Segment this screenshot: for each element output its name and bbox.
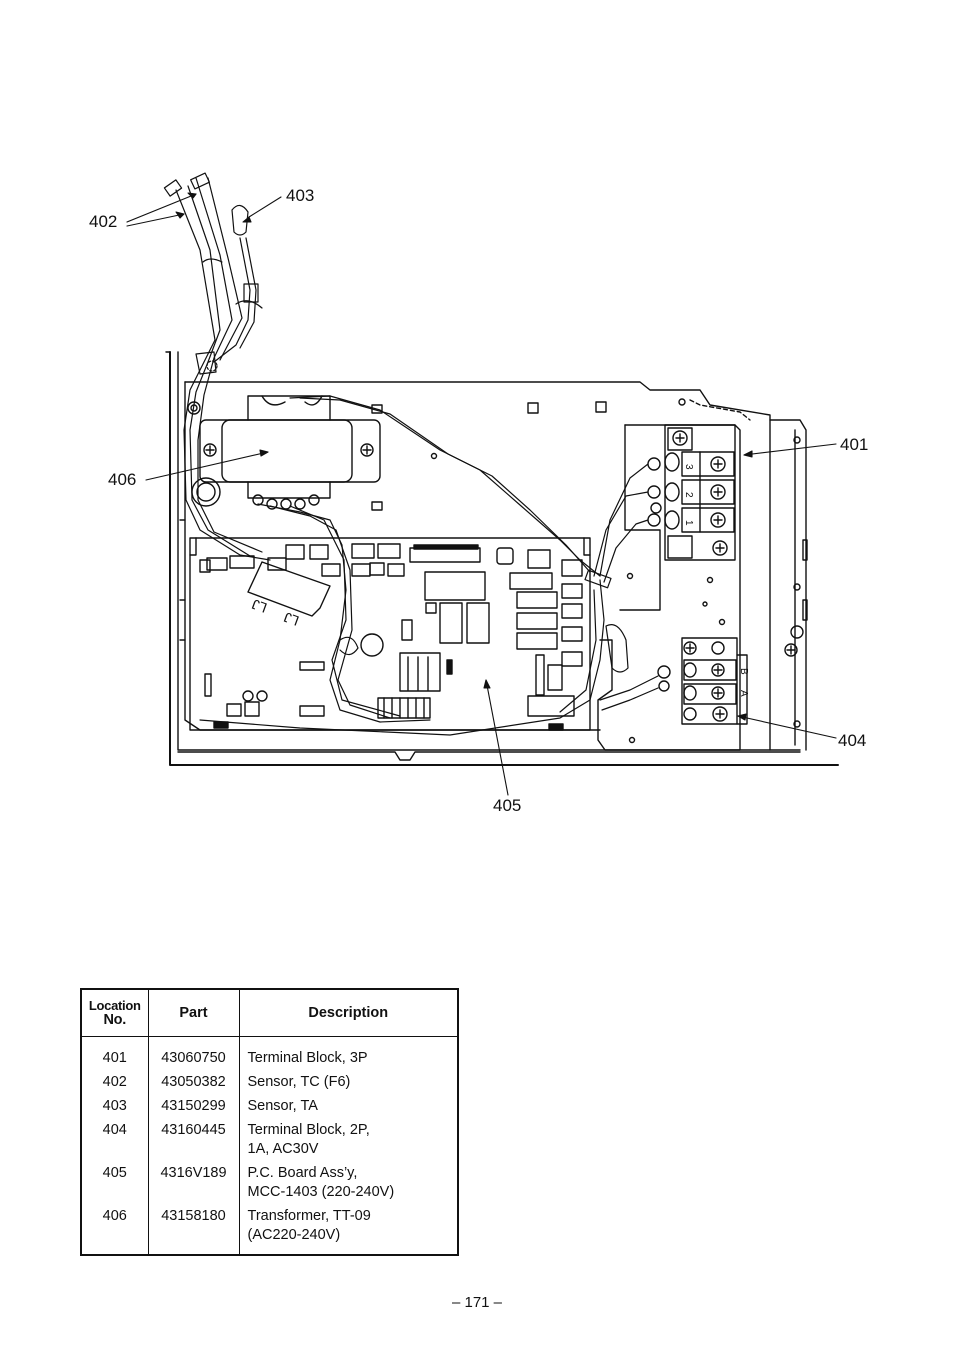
description-line-2: MCC-1403 (220-240V) (247, 1184, 395, 1200)
terminal-mount-plate (597, 424, 808, 751)
part-number: 43150299 (148, 1095, 240, 1119)
part-number: 43050382 (148, 1071, 240, 1095)
location-no: 404 (81, 1119, 149, 1162)
svg-text:LJ: LJ (250, 596, 269, 616)
terminal-block-2p: B A (657, 637, 749, 725)
table-row: 402 43050382 Sensor, TC (F6) (81, 1071, 458, 1095)
part-number: 43160445 (148, 1119, 240, 1162)
description-line-2: (AC220-240V) (247, 1227, 341, 1243)
location-no: 406 (81, 1205, 149, 1248)
tb3-label-1: 1 (683, 520, 694, 526)
tb2-label-a: A (738, 690, 749, 697)
table-row: 405 4316V189 P.C. Board Ass’y, MCC-1403 … (81, 1162, 458, 1205)
description-line: Sensor, TA (247, 1098, 318, 1114)
part-number: 43060750 (148, 1036, 240, 1071)
pc-board: LJ LJ (189, 537, 591, 731)
chassis-frame (165, 351, 839, 766)
part-number: 43158180 (148, 1205, 240, 1248)
header-location-no: Location No. (81, 989, 149, 1037)
header-part: Part (148, 989, 240, 1037)
location-no: 402 (81, 1071, 149, 1095)
header-location-label: Location (88, 998, 141, 1013)
callout-404: 404 (838, 731, 867, 750)
callout-401: 401 (840, 435, 869, 454)
wiring-harness (163, 172, 659, 736)
description-line: Terminal Block, 2P, (247, 1122, 370, 1138)
callout-406: 406 (108, 470, 137, 489)
description-line-2: 1A, AC30V (247, 1141, 319, 1157)
description-line: Sensor, TC (F6) (247, 1074, 351, 1090)
svg-text:LJ: LJ (282, 609, 301, 629)
part-number: 4316V189 (148, 1162, 240, 1205)
mounting-tabs (371, 398, 686, 511)
header-no-label: No. (103, 1012, 127, 1028)
table-filler-row (81, 1248, 458, 1255)
location-no: 403 (81, 1095, 149, 1119)
description-line: P.C. Board Ass’y, (247, 1165, 358, 1181)
callout-405: 405 (493, 796, 522, 815)
part-description: P.C. Board Ass’y, MCC-1403 (220-240V) (239, 1162, 458, 1205)
callout-403: 403 (286, 186, 315, 205)
part-description: Sensor, TC (F6) (239, 1071, 458, 1095)
part-description: Sensor, TA (239, 1095, 458, 1119)
parts-table: Location No. Part Description 401 430607… (80, 988, 459, 1256)
tb3-label-2: 2 (683, 492, 694, 498)
wiring-diagram: 3 2 1 B A (126, 172, 839, 796)
description-line: Terminal Block, 3P (247, 1050, 368, 1066)
parts-table-header: Location No. Part Description (81, 989, 458, 1037)
transformer (187, 395, 381, 510)
table-row: 403 43150299 Sensor, TA (81, 1095, 458, 1119)
location-no: 405 (81, 1162, 149, 1205)
header-description: Description (239, 989, 458, 1037)
table-row: 406 43158180 Transformer, TT-09 (AC220-2… (81, 1205, 458, 1248)
location-no: 401 (81, 1036, 149, 1071)
part-description: Terminal Block, 2P, 1A, AC30V (239, 1119, 458, 1162)
table-row: 404 43160445 Terminal Block, 2P, 1A, AC3… (81, 1119, 458, 1162)
page-number: – 171 – (451, 1294, 503, 1311)
part-description: Terminal Block, 3P (239, 1037, 458, 1072)
description-line: Transformer, TT-09 (247, 1208, 371, 1224)
terminal-block-3p: 3 2 1 (647, 424, 736, 561)
table-row: 401 43060750 Terminal Block, 3P (81, 1036, 458, 1072)
tb3-label-3: 3 (683, 464, 694, 470)
part-description: Transformer, TT-09 (AC220-240V) (239, 1205, 458, 1248)
callout-402: 402 (89, 212, 118, 231)
tb2-label-b: B (738, 668, 749, 675)
leader-lines (126, 192, 837, 796)
